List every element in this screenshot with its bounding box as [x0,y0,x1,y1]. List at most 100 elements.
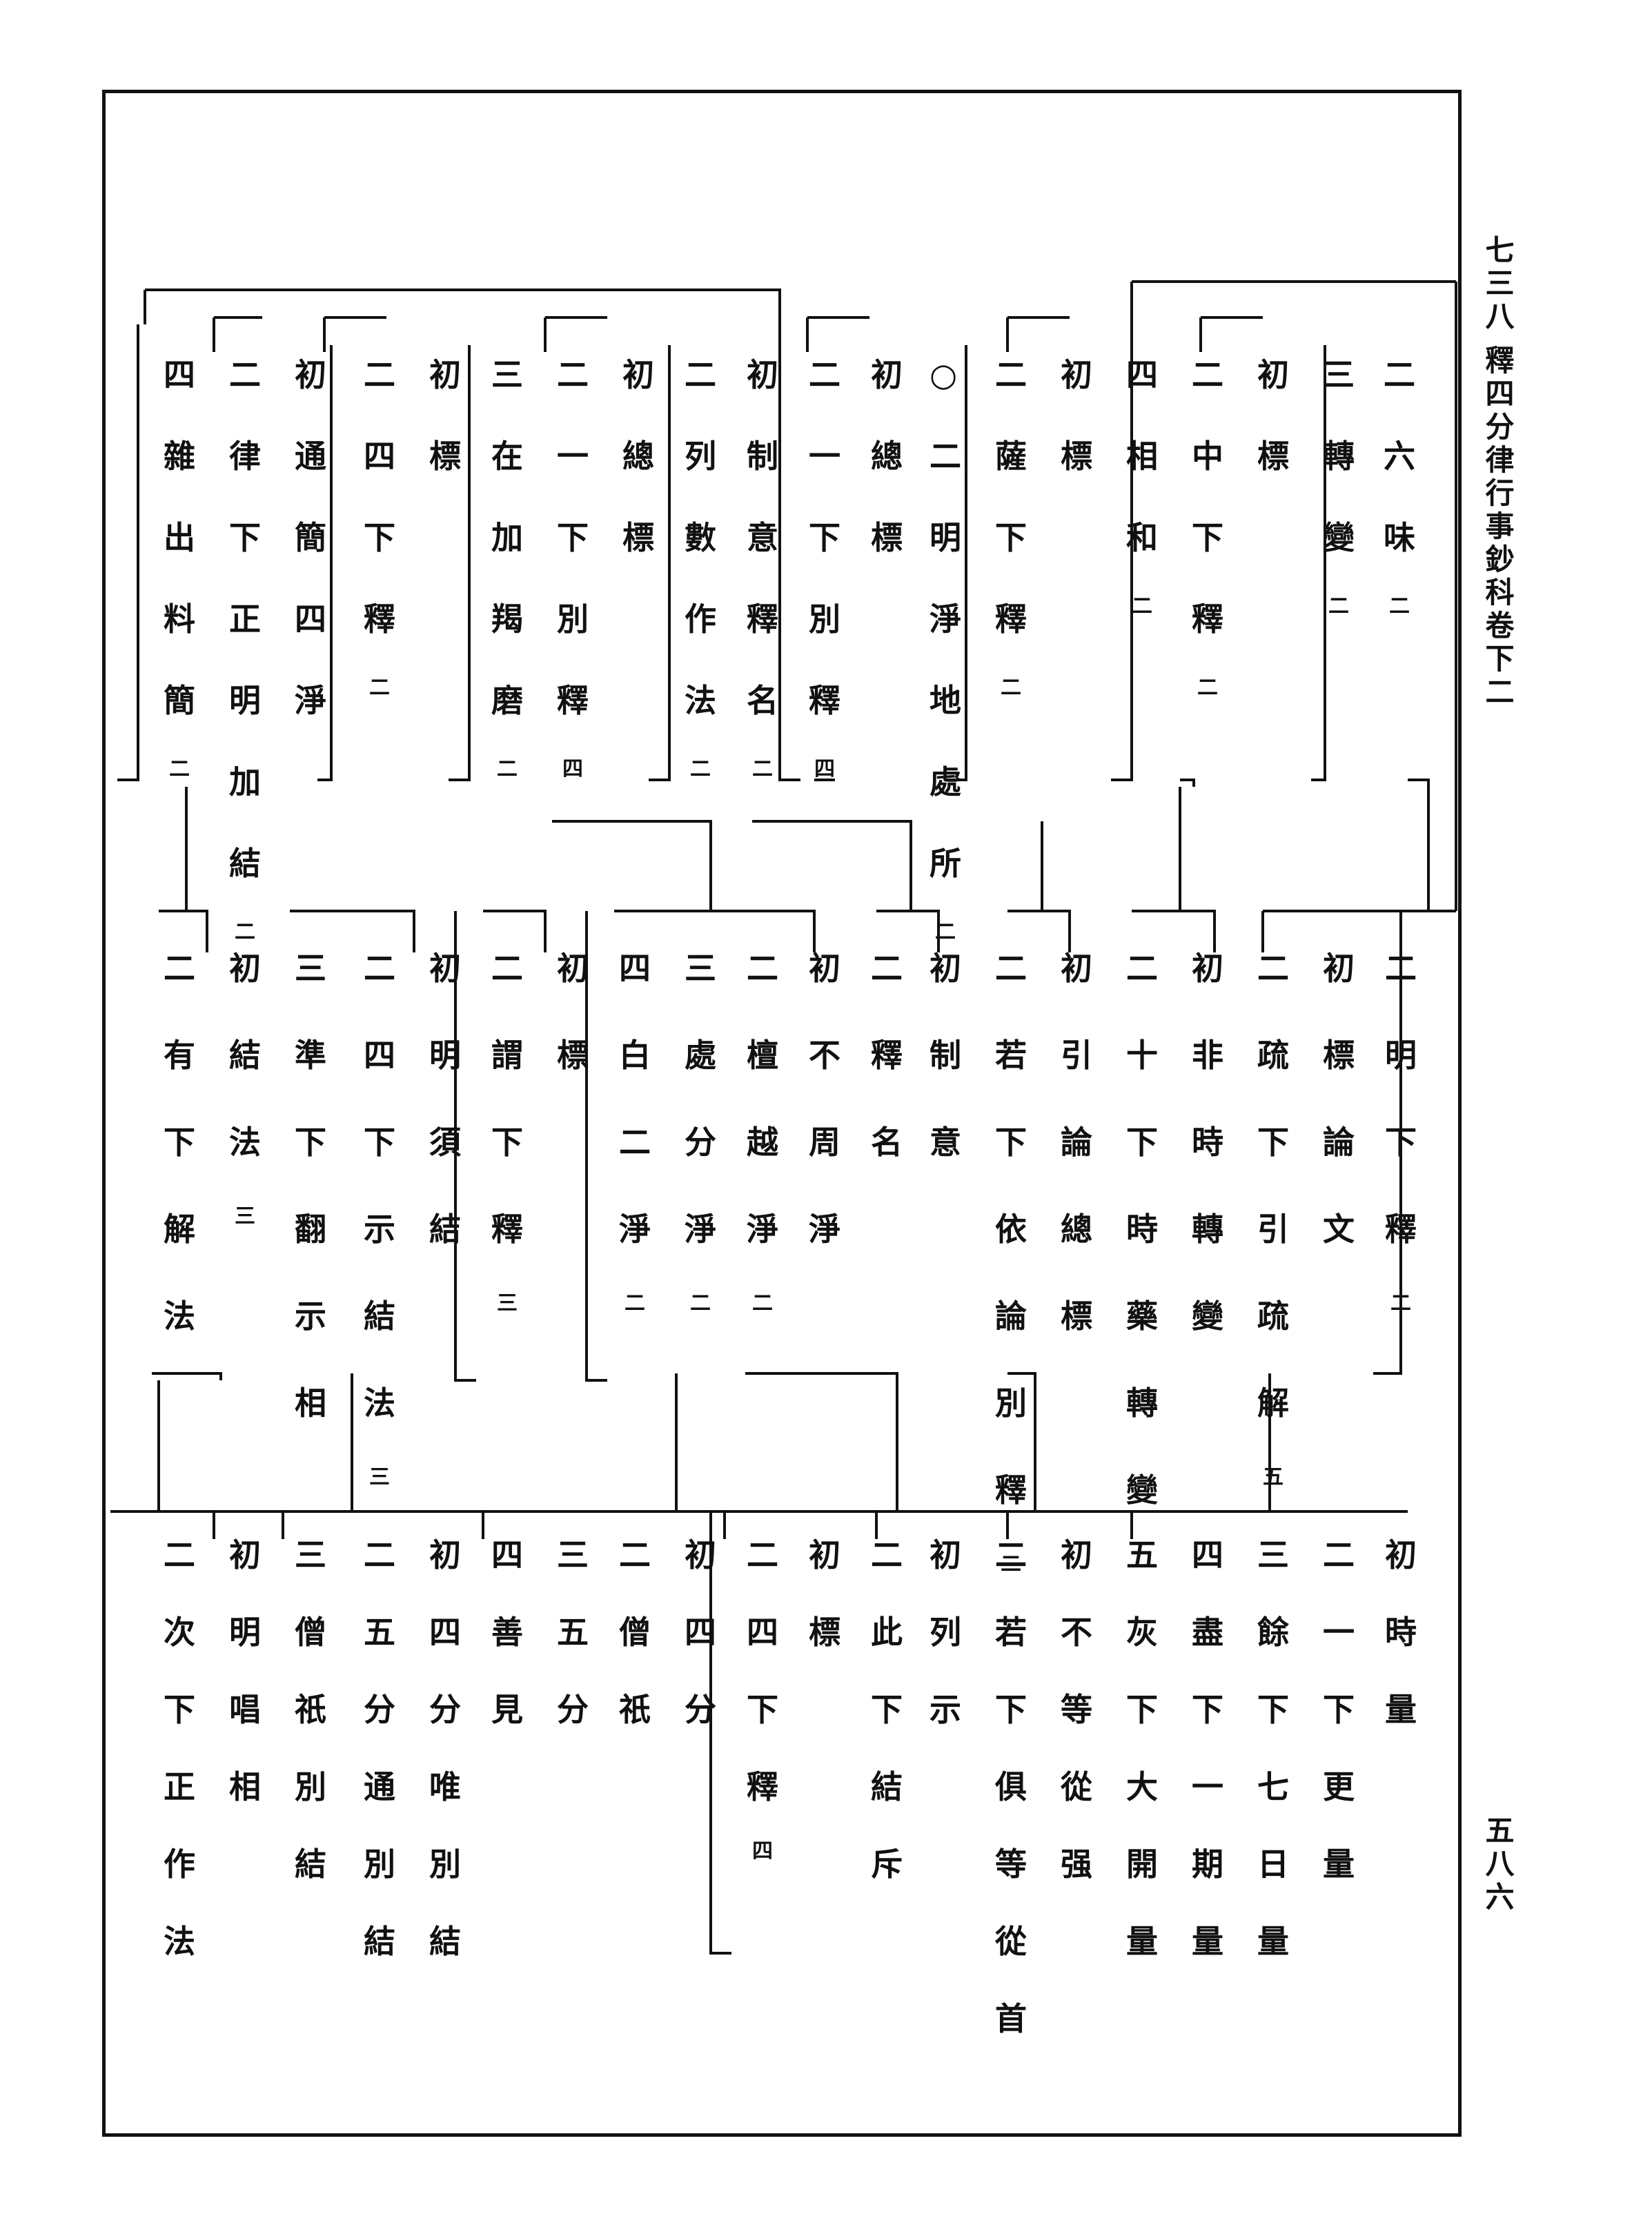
glyph: 作 [164,1846,195,1883]
outline-node: 初制意 [925,952,966,1213]
outline-node: 初總標 [618,359,659,603]
page-border [102,90,1462,2137]
glyph: 等 [995,1846,1027,1883]
glyph: 結 [295,1846,326,1883]
outline-node: 初不等從强 [1056,1539,1097,1926]
glyph: 强 [1061,1846,1092,1883]
glyph: 示 [364,1211,395,1248]
glyph: 首 [995,2000,1027,2037]
outline-node: 初通簡四淨 [290,359,331,766]
glyph: 一 [1192,1768,1223,1805]
glyph: 引 [1061,1037,1092,1074]
outline-node: 二四下示結法三 [359,952,400,1488]
glyph: 二 [747,950,778,987]
glyph: 十 [1126,1037,1158,1074]
glyph: 律 [229,438,261,475]
glyph: 初 [429,356,461,393]
glyph: 作 [685,600,716,638]
outline-node: 四相和二 [1121,359,1163,678]
node-text: 二明下釋 [1385,952,1417,1300]
outline-node: 四善見 [486,1539,528,1771]
glyph: 初 [871,356,903,393]
glyph: 和 [1126,519,1158,556]
glyph: 五 [557,1614,589,1651]
sub-count: 二 [625,1291,645,1315]
glyph: 初 [1061,1536,1092,1574]
glyph: 論 [995,1298,1027,1335]
glyph: 二 [871,950,903,987]
glyph: 轉 [1192,1211,1223,1248]
glyph: 六 [1384,438,1415,475]
glyph: 標 [809,1614,840,1651]
node-text: 初標 [1257,359,1289,522]
glyph: 開 [1126,1846,1158,1883]
outline-node: 二四下釋二 [359,359,400,759]
node-text: 初四分 [685,1539,716,1771]
glyph: 二 [1126,950,1158,987]
glyph: 四 [429,1614,461,1651]
glyph: 結 [871,1768,903,1805]
glyph: 法 [364,1384,395,1422]
glyph: 分 [685,1691,716,1728]
glyph: 簡 [164,682,195,719]
glyph: 制 [747,438,778,475]
glyph: 下 [1192,1691,1223,1728]
glyph: 初 [295,356,326,393]
glyph: 釋 [1192,600,1223,638]
outline-node: 二一下別釋四 [804,359,845,841]
outline-node: 二一下別釋四 [552,359,593,841]
glyph: 初 [1323,950,1355,987]
glyph: 時 [1385,1614,1417,1651]
glyph: 僧 [295,1614,326,1651]
glyph: 轉 [1126,1384,1158,1422]
glyph: 法 [164,1923,195,1960]
outline-node: 二一下更量 [1318,1539,1359,1926]
glyph: 下 [1257,1691,1289,1728]
sub-count: 二 [1132,594,1152,618]
glyph: 期 [1192,1846,1223,1883]
glyph: 初 [229,1536,261,1574]
glyph: 淨 [747,1211,778,1248]
glyph: 總 [622,438,654,475]
outline-node: ○二明淨地處所二 [925,359,966,1004]
outline-node: 二律下正明加結二 [224,359,266,1004]
glyph: 別 [809,600,840,638]
glyph: 唱 [229,1691,261,1728]
glyph: 法 [685,682,716,719]
glyph: 四 [1126,356,1158,393]
glyph: 下 [164,1691,195,1728]
glyph: 初 [1061,950,1092,987]
glyph: 量 [1385,1691,1417,1728]
glyph: 變 [1323,519,1355,556]
glyph: 若 [995,1037,1027,1074]
glyph: 標 [1061,1298,1092,1335]
node-text: 二十下時藥轉變 [1126,952,1158,1561]
sub-count: 二 [690,757,711,781]
node-text: 初總標 [871,359,903,603]
glyph: 祇 [619,1691,651,1728]
glyph: 僧 [619,1614,651,1651]
glyph: 處 [930,763,961,801]
node-text: ○二明淨地處所 [930,359,961,929]
glyph: 加 [491,519,523,556]
glyph: 初 [685,1536,716,1574]
glyph: 解 [1257,1384,1289,1422]
glyph: 日 [1257,1846,1289,1883]
glyph: 示 [295,1298,326,1335]
glyph: 三 [491,356,523,393]
node-text: 初結法 [229,952,261,1213]
glyph: 制 [930,1037,961,1074]
glyph: 五 [1126,1536,1158,1574]
glyph: 意 [930,1124,961,1161]
glyph: 通 [295,438,326,475]
glyph: 地 [930,682,961,719]
outline-node: 三在加羯磨二 [486,359,528,841]
node-text: 二有下解法 [164,952,195,1387]
sub-count: 四 [814,757,835,781]
outline-node: 二六味二 [1379,359,1420,678]
glyph: 善 [491,1614,523,1651]
outline-node: 二疏下引疏解五 [1252,952,1294,1488]
glyph: 結 [229,1037,261,1074]
glyph: 三 [1323,356,1355,393]
